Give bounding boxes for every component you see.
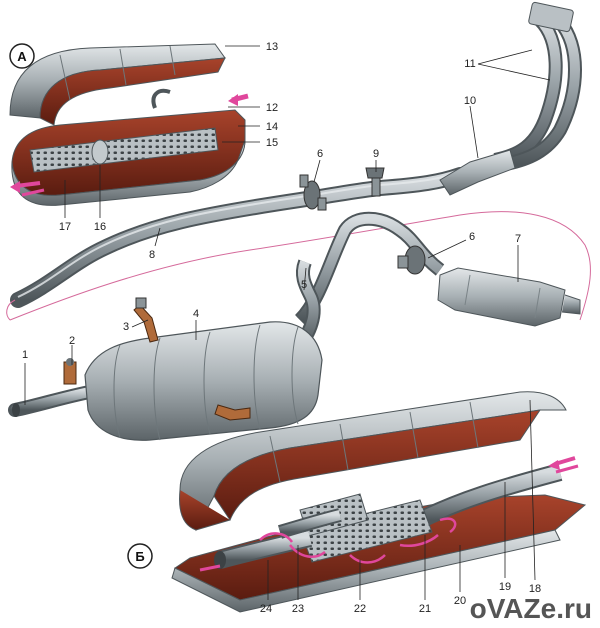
- bracket-9: [365, 167, 385, 197]
- inset-a-resonator: [9, 43, 249, 206]
- callout-23: 23: [292, 603, 304, 615]
- callout-5: 5: [301, 279, 307, 291]
- callout-3: 3: [123, 321, 129, 333]
- pipe-route-outline-left: [6, 299, 16, 321]
- section-label-a-text: А: [17, 49, 27, 64]
- pipe-to-converter: [294, 211, 445, 325]
- callout-4: 4: [193, 308, 199, 320]
- section-label-b: Б: [127, 543, 153, 569]
- downpipe-11: [493, 1, 582, 172]
- callout-18: 18: [529, 583, 541, 595]
- section-label-a: А: [9, 43, 35, 69]
- callout-12: 12: [266, 102, 278, 114]
- leader-lines: [24, 45, 551, 600]
- callout-8: 8: [149, 249, 155, 261]
- hanger-lower: [214, 404, 251, 421]
- callout-6-upper: 6: [317, 148, 323, 160]
- front-pipe-flex-10: [439, 149, 516, 196]
- pipe-8: [10, 167, 468, 308]
- callout-17: 17: [59, 221, 71, 233]
- callout-20: 20: [454, 595, 466, 607]
- callout-numbers: 1 2 3 4 5 6 6 7 8 9 10 11 12 13 14 15 16…: [22, 41, 541, 615]
- callout-11: 11: [464, 58, 475, 70]
- catalytic-converter-7: [437, 267, 581, 327]
- callout-10: 10: [464, 95, 476, 107]
- callout-19: 19: [499, 581, 511, 593]
- callout-6-lower: 6: [469, 231, 475, 243]
- hanger-3: [133, 297, 159, 343]
- section-label-b-text: Б: [135, 549, 144, 564]
- callout-22: 22: [354, 603, 366, 615]
- site-watermark: oVAZe.ru: [470, 593, 592, 624]
- callout-15: 15: [266, 137, 278, 149]
- callout-7: 7: [515, 233, 521, 245]
- callout-1: 1: [22, 349, 28, 361]
- pipe-route-outline: [9, 211, 591, 321]
- callout-24: 24: [260, 603, 272, 615]
- callout-21: 21: [419, 603, 431, 615]
- clamp-6-lower: [397, 245, 426, 275]
- callout-14: 14: [266, 121, 278, 133]
- pipe-5: [294, 259, 321, 350]
- callout-16: 16: [94, 221, 106, 233]
- muffler-4: [84, 321, 323, 441]
- inset-b-muffler: [171, 391, 587, 613]
- callout-9: 9: [373, 148, 379, 160]
- callout-13: 13: [266, 41, 278, 53]
- hanger-2: [63, 358, 77, 385]
- callout-2: 2: [69, 335, 75, 347]
- clamp-6-upper: [299, 174, 327, 211]
